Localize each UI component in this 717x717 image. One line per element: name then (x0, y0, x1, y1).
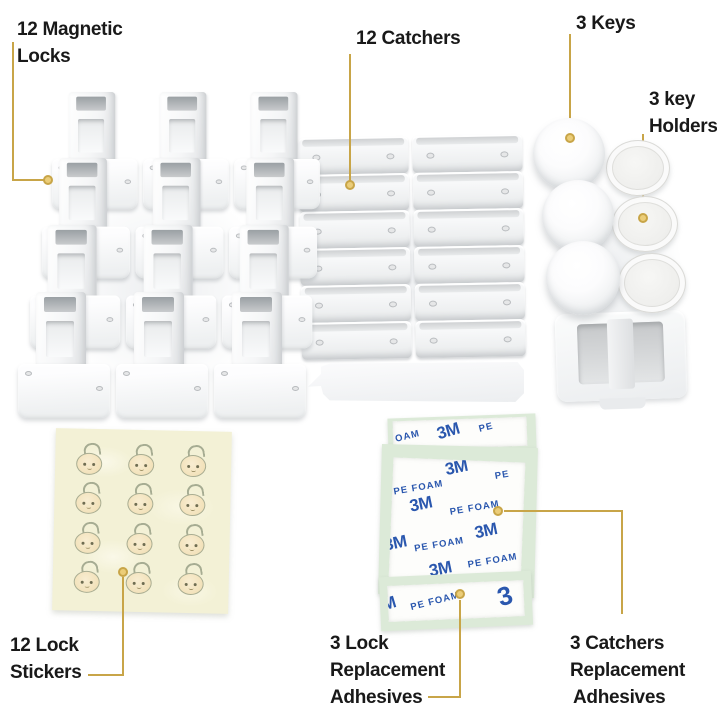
lock-sticker (178, 522, 209, 561)
catchers-group (298, 134, 526, 360)
leader-dot (43, 175, 53, 185)
callout-line: Adhesives (573, 687, 666, 708)
lock-sticker (73, 559, 104, 598)
magnetic-key (533, 118, 605, 190)
adhesive-print: PE (477, 420, 495, 435)
lock-sticker (179, 443, 211, 482)
catcher (300, 284, 412, 323)
magnetic-key (546, 241, 620, 315)
leader-dot (118, 567, 128, 577)
lock-sticker (75, 480, 106, 519)
key-holder-disc (612, 196, 678, 252)
leader-dot (455, 589, 465, 599)
callout-lock-stickers: 12 Lock Stickers (10, 632, 82, 686)
callout-line: Replacement (570, 660, 685, 681)
leader-line (88, 674, 124, 676)
catcher (415, 319, 526, 358)
magnetic-lock (18, 292, 110, 418)
leader-line (12, 179, 45, 181)
adhesive-print: 3 (493, 580, 517, 613)
leader-line (12, 42, 14, 181)
catcher (413, 245, 525, 284)
callout-key-holders: 3 key Holders (649, 86, 717, 140)
lock-sticker (127, 442, 159, 480)
adhesive-print: PE FOAM (466, 551, 519, 571)
leader-line (349, 54, 351, 182)
leader-line (621, 510, 623, 614)
adhesive-print: PE FOAM (413, 535, 465, 555)
magnetic-lock (214, 292, 306, 418)
leader-dot (345, 180, 355, 190)
catcher (412, 134, 523, 173)
leader-line (428, 696, 461, 698)
catcher (412, 171, 524, 210)
callout-line: 3 Keys (576, 13, 636, 34)
callout-keys: 3 Keys (576, 10, 636, 37)
key-holder-disc (618, 253, 686, 313)
callout-line: 12 Magnetic (17, 19, 123, 40)
leader-line (459, 600, 461, 698)
catcher (414, 282, 526, 321)
key-holder-disc (606, 140, 670, 196)
callout-line: Replacement (330, 660, 445, 681)
magnetic-key (542, 180, 614, 252)
lock-sticker (177, 562, 208, 600)
callout-magnetic-locks: 12 Magnetic Locks (17, 16, 123, 70)
adhesive-print: PE (494, 468, 511, 482)
callout-line: 12 Catchers (356, 28, 461, 49)
leader-dot (565, 133, 575, 143)
lock-sticker (75, 441, 107, 479)
callout-line: 3 Lock (330, 633, 389, 654)
callout-line: Holders (649, 116, 717, 137)
install-strip (308, 362, 524, 402)
key-holder-bracket (554, 309, 688, 410)
leader-line (504, 510, 623, 512)
callout-lock-replacement-adhesives: 3 Lock Replacement Adhesives (330, 630, 445, 711)
adhesive-print: 3M (388, 531, 409, 555)
lock-sticker (179, 483, 210, 521)
adhesive-print: 3M (407, 492, 434, 516)
callout-line: 12 Lock (10, 635, 79, 656)
adhesive-print: PE FOAM (409, 589, 461, 614)
adhesive-stack: OAM 3M PE 3M PE PE FOAM 3M PE FOAM 3M 3M… (372, 412, 544, 644)
leader-dot (638, 213, 648, 223)
callout-catchers: 12 Catchers (356, 25, 461, 52)
lock-sticker-sheet (52, 428, 232, 614)
adhesive-print: 3M (434, 418, 462, 444)
lock-sticker (127, 482, 158, 520)
callout-line: 3 key (649, 89, 696, 110)
magnetic-lock (116, 292, 208, 418)
callout-line: Locks (17, 46, 71, 67)
adhesive-print: M (387, 592, 399, 615)
callout-line: Stickers (10, 662, 82, 683)
adhesive-print: OAM (394, 428, 422, 445)
callout-line: 3 Catchers (570, 633, 665, 654)
callout-catchers-replacement-adhesives: 3 Catchers Replacement Adhesives (570, 630, 685, 711)
catcher (413, 208, 524, 247)
lock-sticker (125, 561, 156, 599)
adhesive-print: 3M (472, 519, 499, 543)
adhesive-sheet-bottom: M PE FOAM 3 (378, 570, 534, 632)
adhesive-print: 3M (443, 457, 470, 480)
catcher (301, 321, 412, 360)
leader-line (122, 577, 124, 676)
callout-line: Adhesives (330, 687, 423, 708)
leader-line (569, 34, 571, 135)
magnetic-locks-group (16, 92, 320, 422)
lock-sticker (126, 521, 157, 559)
leader-dot (493, 506, 503, 516)
lock-sticker (74, 520, 105, 558)
